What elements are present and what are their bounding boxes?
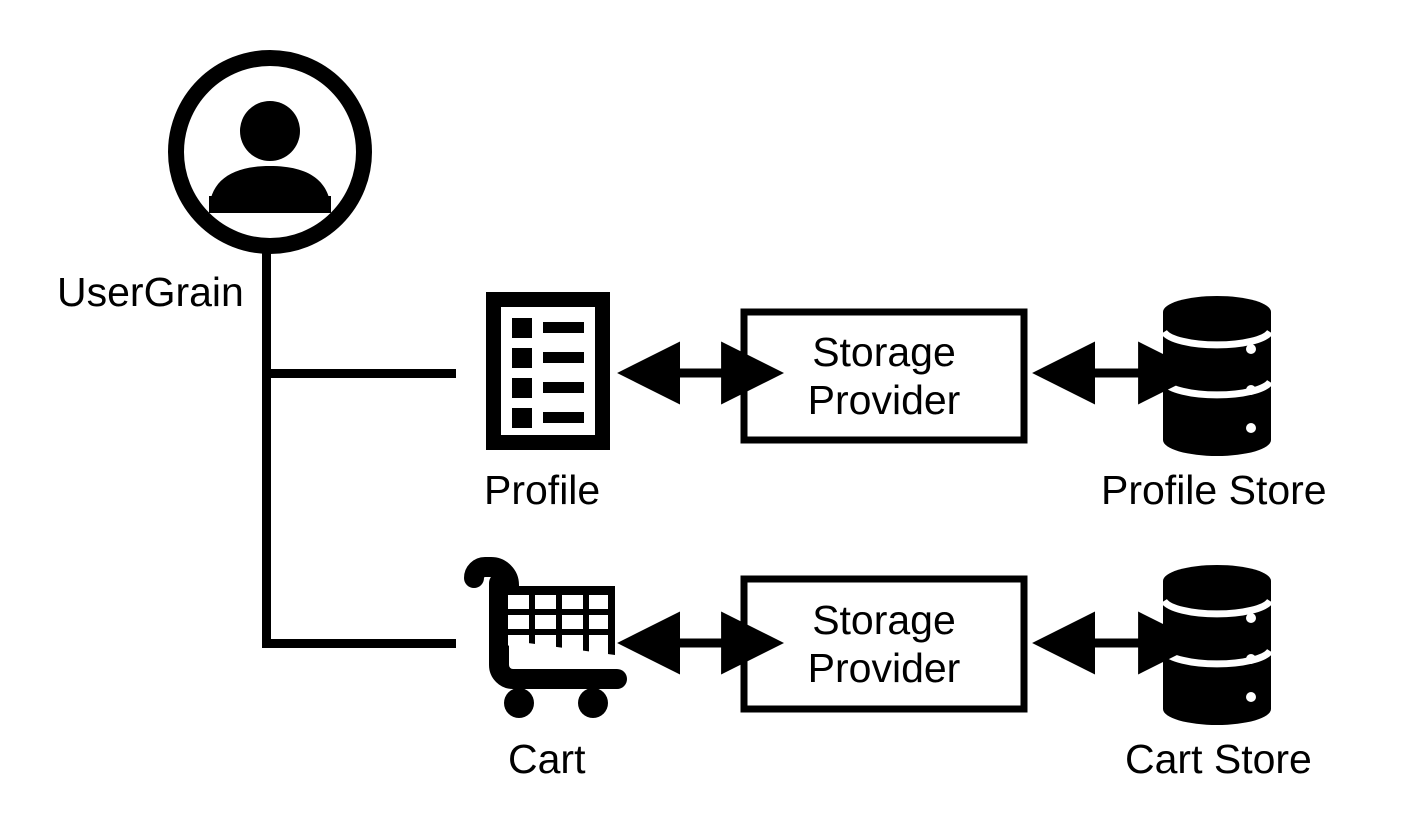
label-usergrain: UserGrain xyxy=(57,269,244,315)
shopping-cart-icon xyxy=(464,557,627,718)
storage-provider-box-profile xyxy=(740,308,1028,444)
database-cylinder-icon-profile xyxy=(1161,296,1273,456)
document-list-icon xyxy=(486,292,610,450)
label-cart-store: Cart Store xyxy=(1125,736,1312,782)
label-profile-store: Profile Store xyxy=(1101,467,1327,513)
storage-provider-box-cart xyxy=(740,575,1028,713)
usergrain-branch-connector xyxy=(262,248,456,648)
label-cart: Cart xyxy=(508,736,586,782)
user-circle-icon xyxy=(168,50,372,254)
database-cylinder-icon-cart xyxy=(1161,565,1273,725)
label-profile: Profile xyxy=(484,467,601,513)
